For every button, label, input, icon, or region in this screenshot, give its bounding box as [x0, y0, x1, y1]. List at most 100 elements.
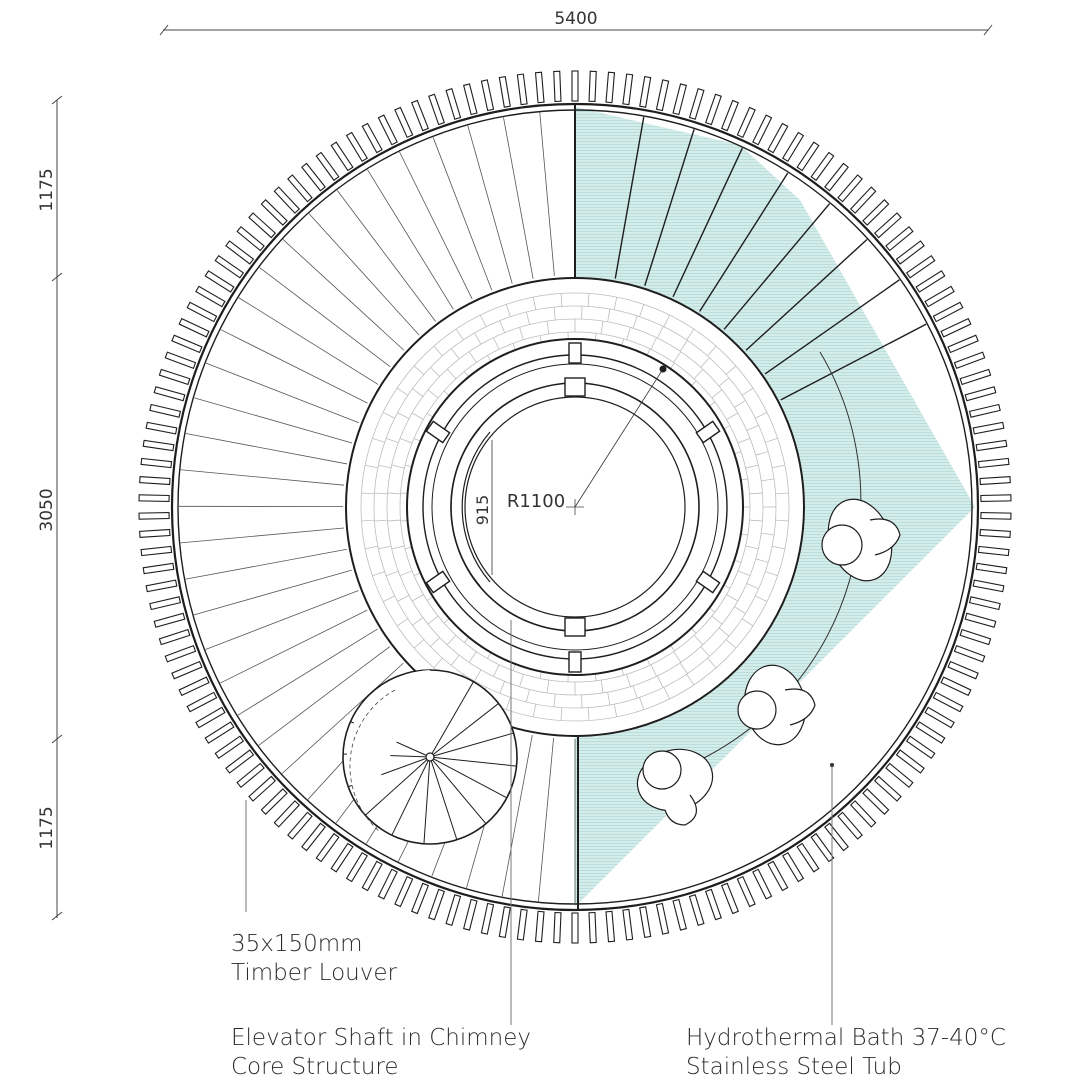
louver-fin	[979, 528, 1011, 538]
louver-fin	[972, 421, 1005, 435]
louver-fin	[767, 122, 789, 154]
deck-slat	[185, 433, 348, 465]
middle-segment-dimension: 3050	[37, 488, 57, 531]
chimney-core	[345, 277, 805, 737]
bather-figure	[821, 498, 901, 582]
timber-louvers	[138, 70, 1012, 944]
louver-fin	[639, 906, 652, 939]
brick-joint	[396, 387, 409, 396]
brick-joint	[679, 662, 688, 674]
brick-joint	[775, 519, 789, 522]
stair-tread	[429, 703, 499, 758]
brick-joint	[718, 377, 730, 387]
stair-tread	[423, 756, 431, 844]
louver-fin	[140, 545, 173, 557]
brick-joint	[755, 595, 768, 603]
brick-joint	[734, 606, 746, 614]
bath-bench-slat	[780, 323, 927, 401]
brick-joint	[755, 451, 769, 456]
brick-joint	[474, 332, 482, 345]
brick-joint	[361, 519, 375, 522]
louver-fin	[186, 691, 218, 713]
brick-joint	[741, 618, 754, 627]
deck-slat	[336, 190, 437, 322]
louver-fin	[752, 114, 773, 146]
brick-joint	[468, 351, 477, 363]
louver-fin	[964, 612, 997, 628]
brick-joint	[650, 664, 657, 677]
louver-fin	[672, 898, 688, 931]
brick-joint	[772, 545, 785, 550]
louver-fin	[837, 174, 863, 203]
louver-fin	[178, 317, 210, 338]
louver-fin	[138, 511, 170, 520]
louver-fin	[204, 721, 235, 744]
bath-bench-slat	[699, 172, 789, 312]
louver-fin	[767, 860, 789, 892]
deck-slat	[258, 646, 390, 746]
bath-callout-line1: Hydrothermal Bath 37-40°C	[686, 1025, 1006, 1051]
louver-fin	[260, 199, 288, 226]
louver-fin	[605, 910, 616, 943]
louver-fin	[688, 894, 705, 926]
louver-fin	[571, 912, 579, 944]
louver-fin	[720, 882, 740, 915]
brick-joint	[755, 558, 769, 563]
brick-joint	[553, 307, 556, 321]
brick-joint	[707, 657, 717, 669]
louver-fin	[796, 842, 820, 873]
louver-fin	[301, 822, 326, 852]
louver-fin	[164, 351, 197, 369]
louver-fin	[655, 79, 670, 112]
louver-fin	[330, 141, 354, 172]
louver-fin	[145, 421, 178, 435]
brick-joint	[446, 368, 457, 379]
louver-fin	[153, 612, 186, 628]
brick-joint	[749, 492, 763, 495]
brick-joint	[737, 570, 751, 577]
brick-joint	[718, 627, 730, 637]
brick-joint	[427, 389, 439, 399]
deck-slat	[237, 628, 378, 716]
deck-slat	[238, 297, 379, 385]
elevator-callout-line2: Core Structure	[231, 1054, 399, 1080]
brick-joint	[382, 595, 395, 603]
brick-joint	[378, 545, 392, 550]
brick-joint	[626, 327, 631, 340]
bath-bench-slat	[745, 238, 868, 351]
brick-joint	[479, 314, 487, 327]
louver-fin	[704, 93, 722, 126]
deck-slat	[308, 213, 420, 336]
louver-fin	[704, 888, 722, 921]
leader-lines	[245, 620, 833, 1025]
louver-fin	[225, 240, 255, 265]
louver-fin	[361, 860, 383, 892]
brick-joint	[411, 594, 424, 602]
brick-joint	[772, 464, 785, 469]
louver-fin	[940, 317, 972, 338]
louver-fin	[975, 439, 1008, 452]
brick-joint	[446, 635, 457, 646]
brick-joint	[374, 519, 388, 522]
deck-slat	[501, 734, 533, 897]
bath-bench-slat	[614, 116, 645, 279]
louver-fin	[171, 334, 203, 354]
louver-fin	[236, 762, 265, 789]
stair-tread	[391, 756, 431, 836]
deck-slat	[281, 662, 404, 774]
brick-joint	[765, 571, 778, 577]
deck-slat	[180, 527, 344, 544]
louver-fin	[428, 93, 446, 126]
brick-joint	[493, 337, 500, 350]
louver-fin	[980, 511, 1012, 520]
louver-fin	[975, 562, 1008, 575]
louver-fin	[301, 162, 326, 192]
bath-bench-slat	[672, 147, 743, 298]
brick-joint	[412, 388, 424, 397]
louver-fin	[915, 721, 946, 744]
louver-fin	[924, 285, 955, 308]
louver-fin	[315, 151, 340, 182]
core-radius-label: R1100	[507, 491, 565, 512]
brick-joint	[455, 328, 464, 341]
